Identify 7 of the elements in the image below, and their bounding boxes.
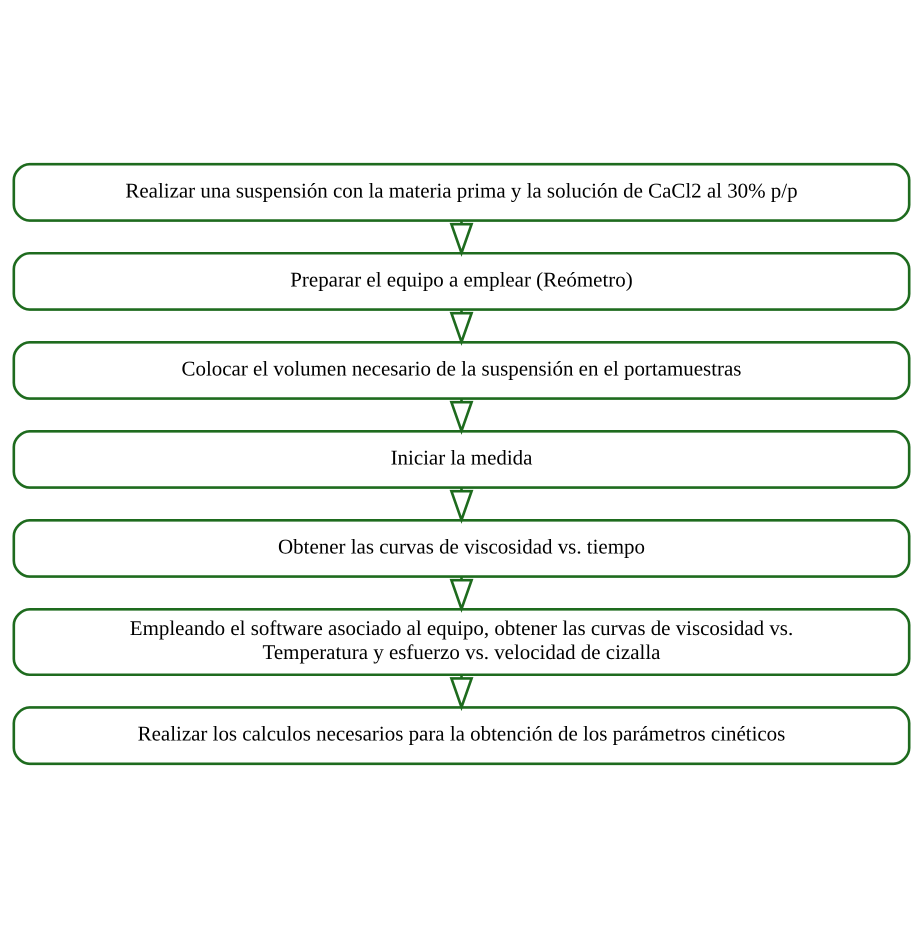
node-box: Preparar el equipo a emplear (Reómetro): [12, 251, 910, 310]
node-box: Obtener las curvas de viscosidad vs. tiempo: [12, 518, 910, 578]
node-box: Colocar el volumen necesario de la suspensión en el portamuestras: [12, 340, 910, 400]
node-box: Empleando el software asociado al equipo, obtener las curvas de viscosidad vs. Temperatura y esfuerzo vs. velocidad de cizalla: [12, 608, 910, 676]
node-box: Iniciar la medida: [12, 429, 910, 488]
node-box: Realizar una suspensión con la materia prima y la solución de CaCl2 al 30% p/p: [12, 162, 910, 222]
node-box: Realizar los calculos necesarios para la obtención de los parámetros cinéticos: [12, 706, 910, 765]
